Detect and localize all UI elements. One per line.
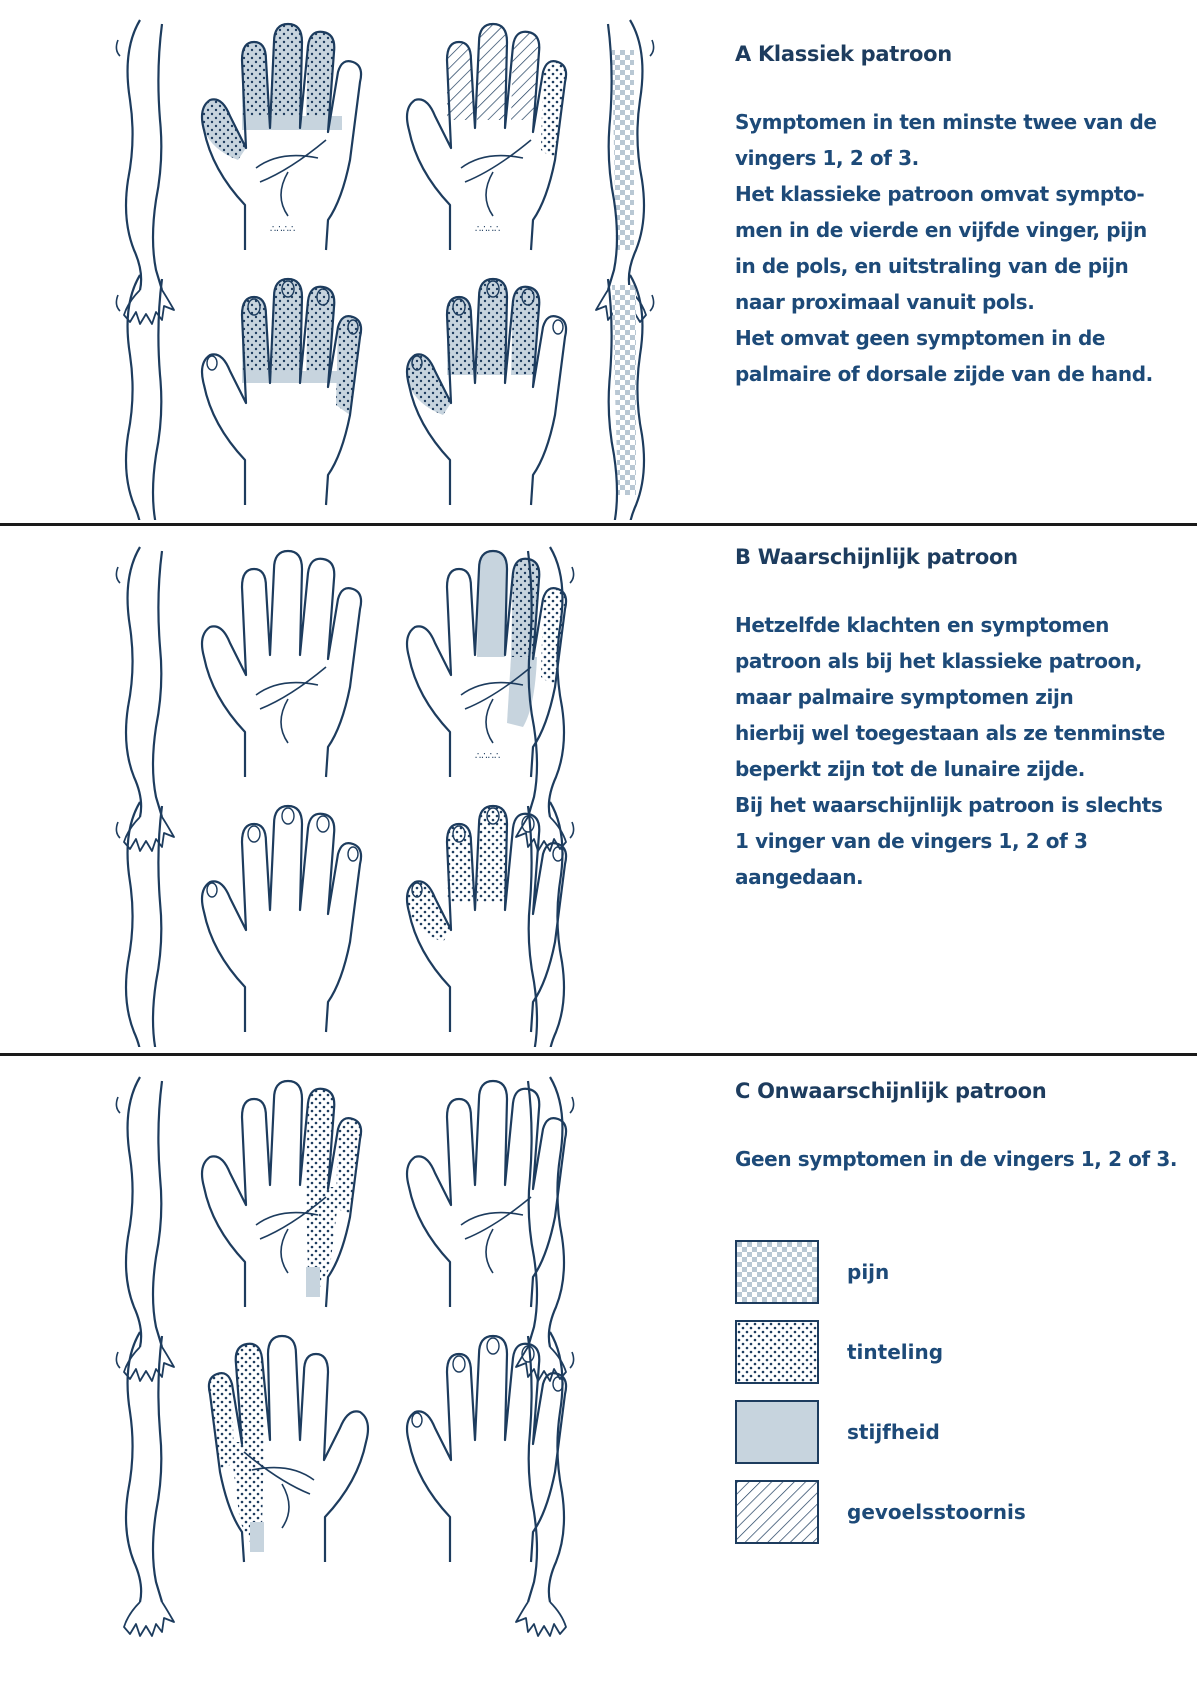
section-klassiek: ∴∴∴∴ ∴∴∴∴ [0, 0, 1197, 522]
section-line: maar palmaire symptomen zijn [735, 679, 1190, 715]
arm-icon [596, 20, 654, 324]
legend: pijn tinteling stijfheid gevoelsstoornis [735, 1232, 1190, 1552]
hand-palm-icon: ∴∴∴∴ [202, 24, 361, 250]
legend-label: stijfheid [847, 1420, 940, 1444]
section-line: palmaire of dorsale zijde van de hand. [735, 356, 1190, 392]
svg-text:∴∴∴∴: ∴∴∴∴ [475, 751, 500, 762]
svg-text:∴∴∴∴: ∴∴∴∴ [270, 224, 295, 235]
arm-icon [116, 20, 174, 324]
section-line: Het omvat geen symptomen in de [735, 320, 1190, 356]
hand-palm-icon [202, 551, 361, 777]
section-line: beperkt zijn tot de lunaire zijde. [735, 751, 1190, 787]
figure-waarschijnlijk: ∴∴∴∴ [90, 537, 670, 1047]
section-title: B Waarschijnlijk patroon [735, 545, 1190, 569]
hand-back-icon [202, 806, 361, 1032]
section-line: Symptomen in ten minste twee van de [735, 104, 1190, 140]
hand-palm-icon [209, 1336, 368, 1562]
hand-back-icon [407, 806, 566, 1032]
hand-back-icon [407, 1336, 566, 1562]
legend-item-stijfheid: stijfheid [735, 1392, 1190, 1472]
legend-label: pijn [847, 1260, 889, 1284]
figure-klassiek: ∴∴∴∴ ∴∴∴∴ [90, 10, 670, 520]
text-klassiek: A Klassiek patroon Symptomen in ten mins… [735, 42, 1190, 392]
section-line: 1 vinger van de vingers 1, 2 of 3 [735, 823, 1190, 859]
section-line: Het klassieke patroon omvat sympto- [735, 176, 1190, 212]
hatch-pattern-icon [735, 1480, 819, 1544]
section-line: aangedaan. [735, 859, 1190, 895]
text-waarschijnlijk: B Waarschijnlijk patroon Hetzelfde klach… [735, 545, 1190, 895]
section-line: Hetzelfde klachten en symptomen [735, 607, 1190, 643]
hand-palm-icon [407, 1081, 566, 1307]
section-line: in de pols, en uitstraling van de pijn [735, 248, 1190, 284]
divider [0, 1053, 1197, 1056]
section-line: Bij het waarschijnlijk patroon is slecht… [735, 787, 1190, 823]
hand-palm-icon: ∴∴∴∴ [407, 24, 566, 250]
hand-palm-icon [202, 1081, 361, 1307]
section-title: A Klassiek patroon [735, 42, 1190, 66]
section-waarschijnlijk: ∴∴∴∴ B Waarschijnlijk patroon Hetzelfde … [0, 527, 1197, 1051]
divider [0, 523, 1197, 526]
legend-item-pijn: pijn [735, 1232, 1190, 1312]
legend-label: tinteling [847, 1340, 943, 1364]
arm-icon [116, 547, 174, 851]
hand-back-icon [407, 279, 566, 505]
hand-diagram-c [90, 1067, 670, 1667]
legend-item-gevoelsstoornis: gevoelsstoornis [735, 1472, 1190, 1552]
section-title: C Onwaarschijnlijk patroon [735, 1079, 1190, 1103]
hand-back-icon [202, 279, 361, 505]
dots-pattern-icon [735, 1320, 819, 1384]
checker-pattern-icon [735, 1240, 819, 1304]
arm-icon [116, 1077, 174, 1381]
hand-palm-icon: ∴∴∴∴ [407, 551, 566, 777]
legend-item-tinteling: tinteling [735, 1312, 1190, 1392]
section-onwaarschijnlijk: C Onwaarschijnlijk patroon Geen symptome… [0, 1057, 1197, 1682]
hand-diagram-b: ∴∴∴∴ [90, 537, 670, 1047]
arm-icon [116, 1332, 174, 1636]
legend-label: gevoelsstoornis [847, 1500, 1026, 1524]
text-onwaarschijnlijk: C Onwaarschijnlijk patroon Geen symptome… [735, 1079, 1190, 1177]
section-line: vingers 1, 2 of 3. [735, 140, 1190, 176]
figure-onwaarschijnlijk [90, 1067, 670, 1667]
section-line: men in de vierde en vijfde vinger, pijn [735, 212, 1190, 248]
solid-fill-icon [735, 1400, 819, 1464]
hand-diagram-a: ∴∴∴∴ ∴∴∴∴ [90, 10, 670, 520]
section-line: naar proximaal vanuit pols. [735, 284, 1190, 320]
section-line: Geen symptomen in de vingers 1, 2 of 3. [735, 1141, 1190, 1177]
section-line: patroon als bij het klassieke patroon, [735, 643, 1190, 679]
svg-text:∴∴∴∴: ∴∴∴∴ [475, 224, 500, 235]
section-line: hierbij wel toegestaan als ze tenminste [735, 715, 1190, 751]
